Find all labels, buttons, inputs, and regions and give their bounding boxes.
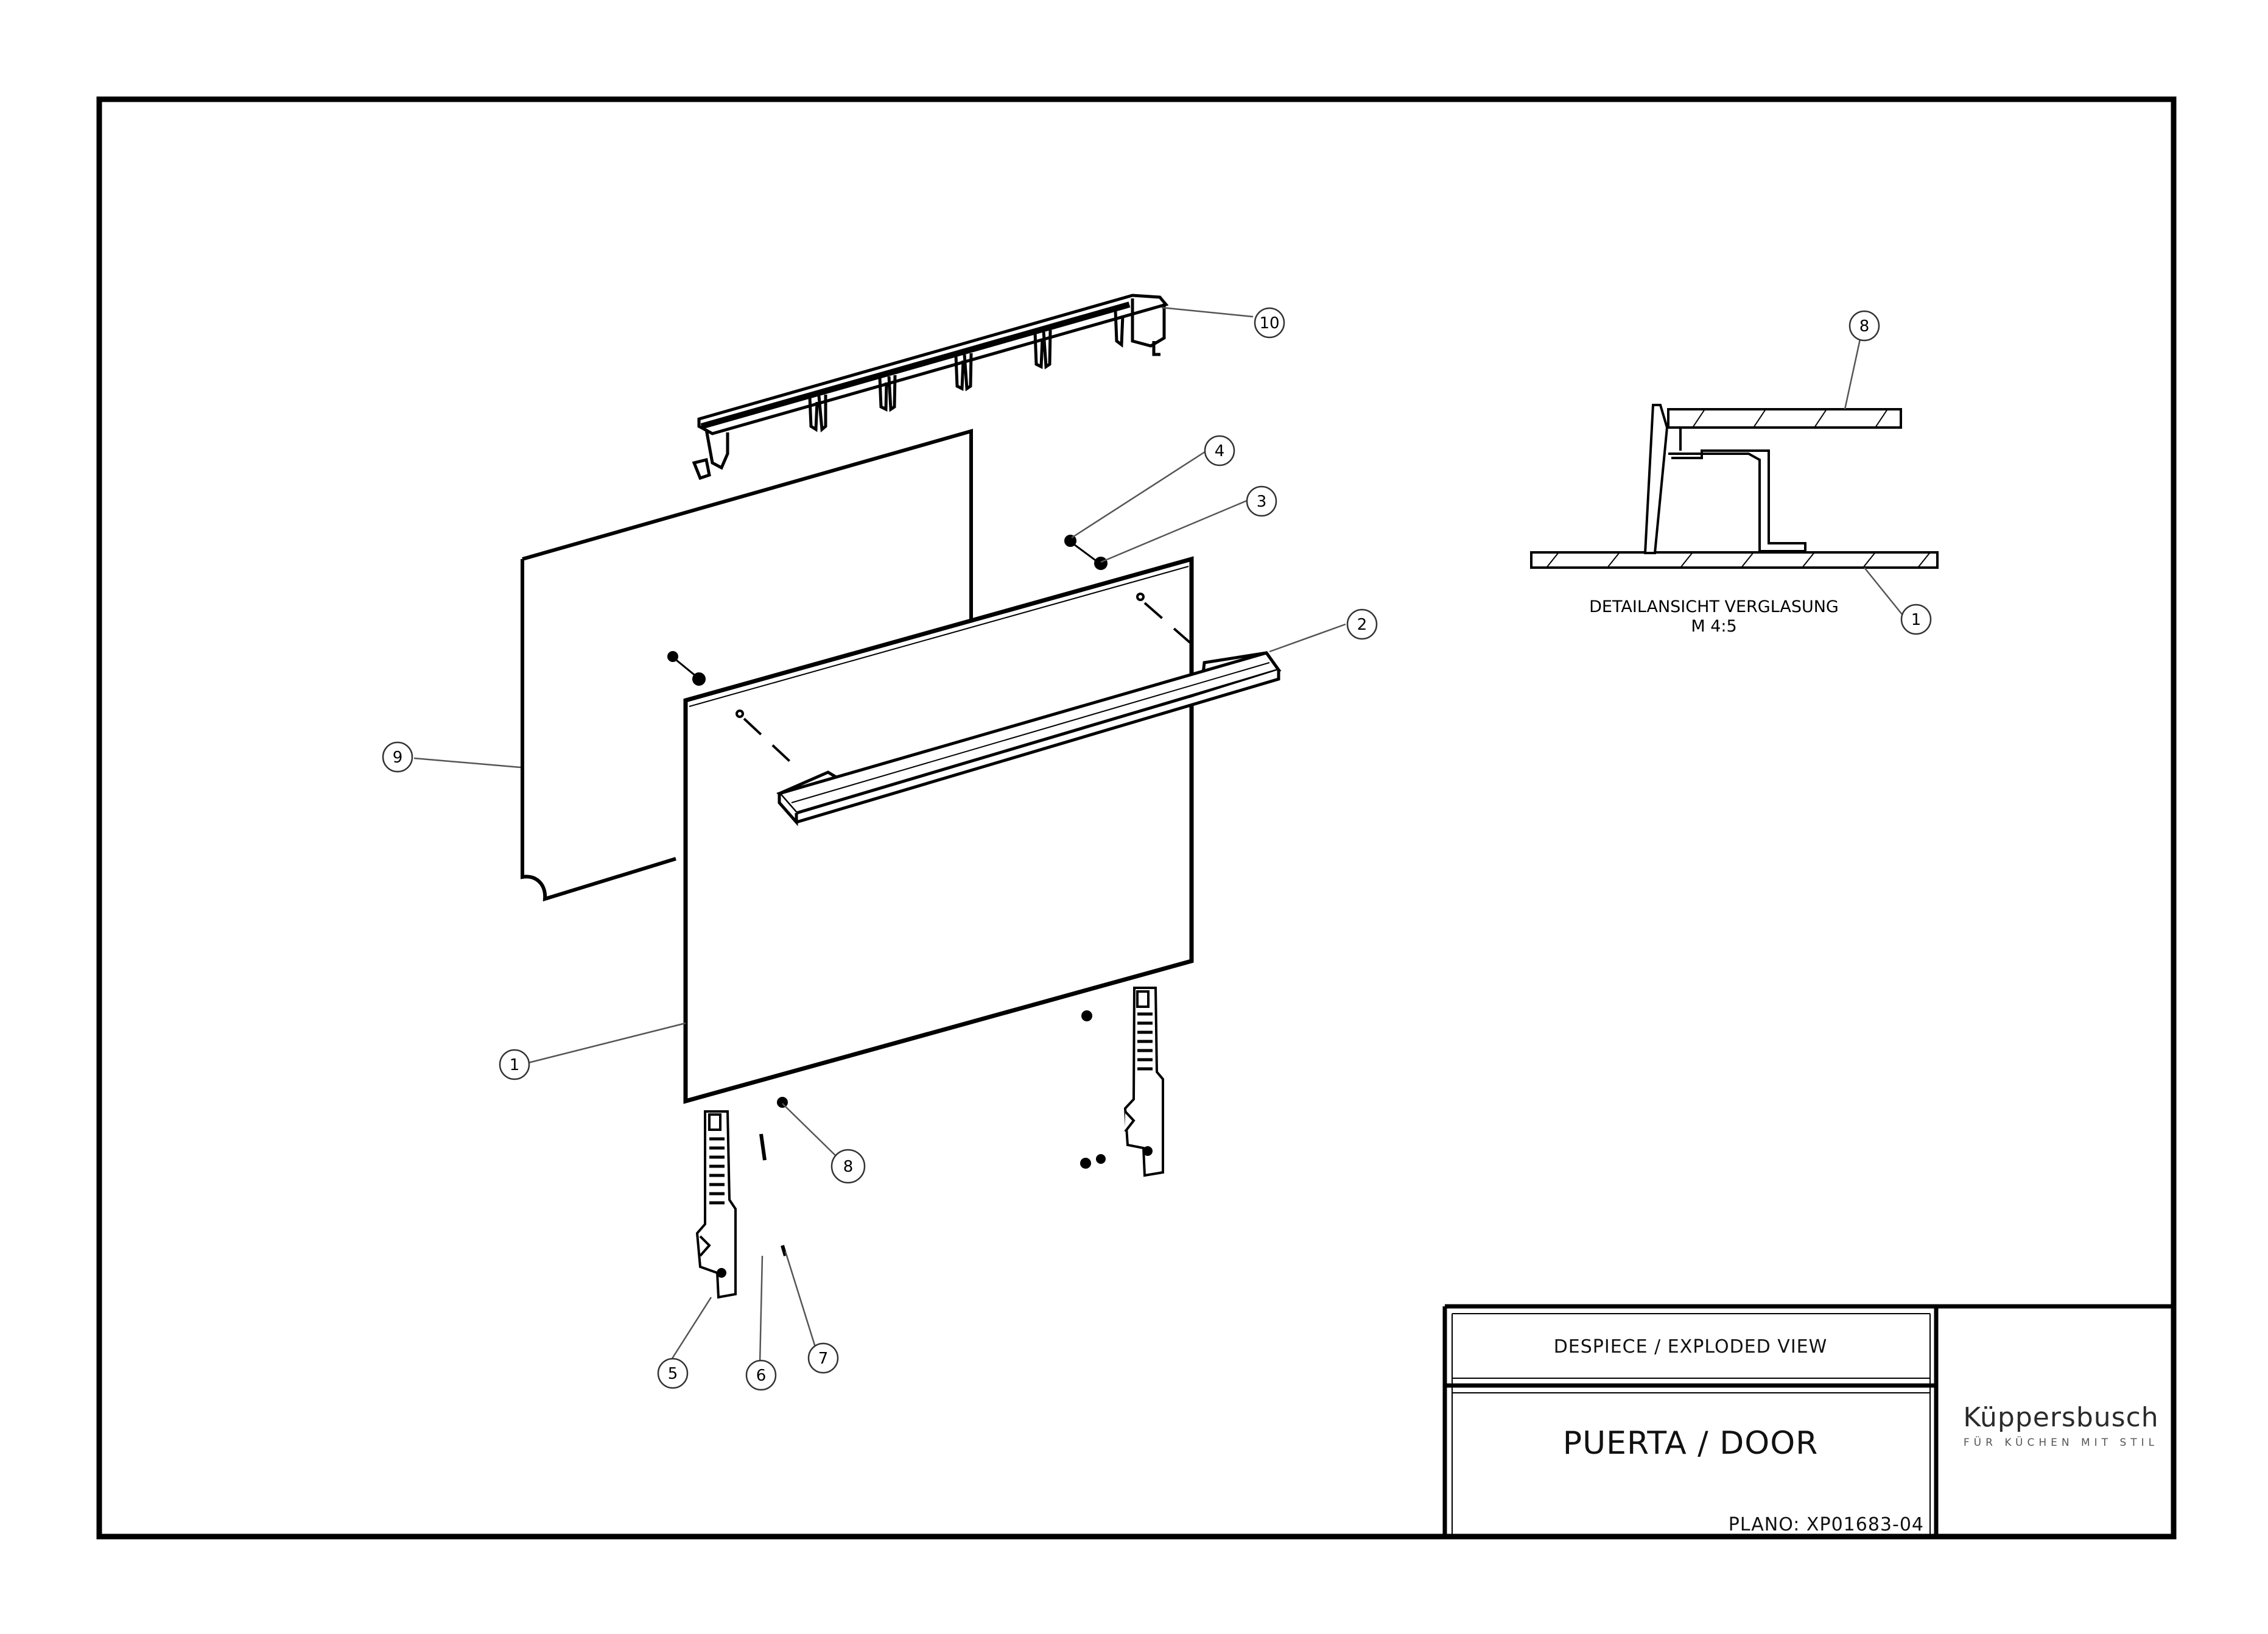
- part-1-outer-glass: [683, 556, 1194, 1104]
- balloon-8-detail: [1848, 310, 1880, 342]
- callout-8-main: 8: [843, 1158, 854, 1176]
- balloon-1-detail: [1900, 604, 1932, 635]
- callout-5: 5: [668, 1365, 678, 1383]
- balloon-7: [807, 1342, 839, 1374]
- balloon-6: [745, 1359, 777, 1391]
- callout-7: 7: [818, 1350, 829, 1368]
- drawing-frame: [96, 96, 2177, 1540]
- part-5-hinge-left: [695, 1110, 737, 1299]
- callout-9: 9: [393, 748, 403, 767]
- callout-1-detail: 1: [1911, 611, 1922, 629]
- plan-number: PLANO: XP01683-04: [1728, 1513, 1924, 1535]
- callout-10: 10: [1259, 314, 1279, 333]
- callout-numbers: 10 4 3 2 9 1 8 5 6 7: [393, 314, 1367, 1385]
- callout-1-main: 1: [510, 1056, 520, 1074]
- callout-3: 3: [1257, 493, 1267, 511]
- callout-4: 4: [1215, 442, 1225, 460]
- balloon-1-main: [499, 1049, 530, 1080]
- balloon-3: [1246, 485, 1277, 517]
- view-title: DESPIECE / EXPLODED VIEW: [1553, 1336, 1828, 1358]
- balloon-5: [657, 1358, 689, 1389]
- callout-6: 6: [756, 1367, 767, 1385]
- detail-scale: M 4:5: [1691, 617, 1736, 636]
- balloon-2: [1346, 608, 1378, 640]
- part-1-edge: [689, 566, 1189, 707]
- balloon-8-main: [830, 1149, 866, 1184]
- callout-8-detail: 8: [1859, 317, 1870, 336]
- part-2-handle: [776, 651, 1282, 826]
- detail-caption: DETAILANSICHT VERGLASUNG: [1589, 597, 1839, 616]
- balloon-9: [382, 741, 413, 773]
- balloon-10: [1254, 307, 1285, 339]
- leader-lines: [413, 306, 1346, 1365]
- part-10-top-profile: [692, 294, 1169, 481]
- detail-hatching: [1546, 409, 1931, 568]
- drawing-name: PUERTA / DOOR: [1562, 1425, 1819, 1462]
- detail-view-glazing: [1530, 404, 1939, 569]
- part-9-inner-glass: [521, 429, 973, 902]
- detail-leaders: [1844, 339, 1903, 616]
- brand-logo: Küppersbusch FÜR KÜCHEN MIT STIL: [1939, 1311, 2183, 1540]
- brand-name: Küppersbusch: [1963, 1401, 2159, 1433]
- balloon-4: [1204, 435, 1235, 467]
- part-5-hinge-right: [1123, 987, 1164, 1177]
- callout-2: 2: [1357, 616, 1367, 634]
- title-block-grid: [1442, 1304, 2174, 1537]
- assembly-lines: [743, 602, 1195, 770]
- callout-balloons: [382, 307, 1378, 1391]
- brand-tagline: FÜR KÜCHEN MIT STIL: [1963, 1436, 2159, 1449]
